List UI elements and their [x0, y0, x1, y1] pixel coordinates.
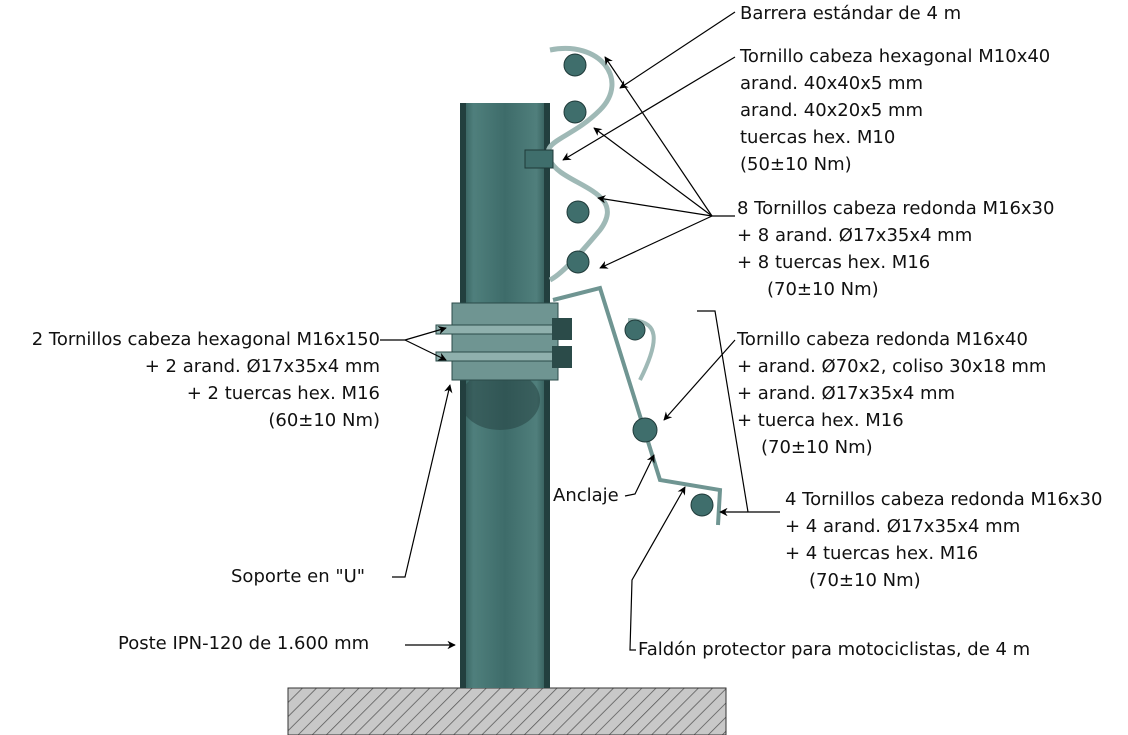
- label-line: + 8 tuercas hex. M16: [737, 252, 931, 273]
- label-round-8: 8 Tornillos cabeza redonda M16x30 + 8 ar…: [737, 195, 1054, 303]
- label-line: Tornillo cabeza hexagonal M10x40: [740, 46, 1051, 67]
- barrier-rail: [545, 46, 615, 283]
- label-line: tuercas hex. M10: [740, 127, 896, 148]
- label-anchor: Anclaje: [553, 485, 619, 506]
- label-hex-m10: Tornillo cabeza hexagonal M10x40 arand. …: [740, 43, 1050, 178]
- label-line: Tornillo cabeza redonda M16x40: [737, 329, 1028, 350]
- label-line: arand. 40x20x5 mm: [740, 100, 924, 121]
- label-line: + 8 arand. Ø17x35x4 mm: [737, 225, 973, 246]
- label-line: (50±10 Nm): [740, 154, 852, 175]
- label-line: 8 Tornillos cabeza redonda M16x30: [737, 198, 1055, 219]
- label-line: (70±10 Nm): [761, 437, 873, 458]
- label-line: (70±10 Nm): [809, 570, 921, 591]
- label-line: (70±10 Nm): [767, 279, 879, 300]
- leader-lines: [380, 11, 780, 651]
- label-barrier: Barrera estándar de 4 m: [740, 3, 962, 24]
- label-line: + arand. Ø17x35x4 mm: [737, 383, 956, 404]
- label-line: + tuerca hex. M16: [737, 410, 904, 431]
- label-round-4: 4 Tornillos cabeza redonda M16x30 + 4 ar…: [785, 486, 1102, 594]
- label-line: + 4 arand. Ø17x35x4 mm: [785, 516, 1021, 537]
- skirt-rail: [552, 285, 723, 526]
- label-post: Poste IPN-120 de 1.600 mm: [118, 633, 370, 654]
- ground: [287, 687, 727, 735]
- label-line: + arand. Ø70x2, coliso 30x18 mm: [737, 356, 1047, 377]
- label-line: (60±10 Nm): [268, 410, 380, 431]
- label-u-support: Soporte en "U": [231, 566, 366, 587]
- label-line: 2 Tornillos cabeza hexagonal M16x150: [31, 329, 380, 350]
- label-skirt: Faldón protector para motociclistas, de …: [638, 639, 1031, 660]
- label-line: arand. 40x40x5 mm: [740, 73, 924, 94]
- label-line: + 2 arand. Ø17x35x4 mm: [144, 356, 380, 377]
- hex-bolts: [435, 318, 572, 368]
- label-line: 4 Tornillos cabeza redonda M16x30: [785, 489, 1103, 510]
- u-support: [451, 302, 559, 381]
- label-round-m16x40: Tornillo cabeza redonda M16x40 + arand. …: [737, 326, 1046, 461]
- label-hex-m16: 2 Tornillos cabeza hexagonal M16x150 + 2…: [32, 326, 380, 434]
- label-line: + 2 tuercas hex. M16: [186, 383, 380, 404]
- round-bolts: [524, 53, 714, 517]
- label-line: + 4 tuercas hex. M16: [785, 543, 979, 564]
